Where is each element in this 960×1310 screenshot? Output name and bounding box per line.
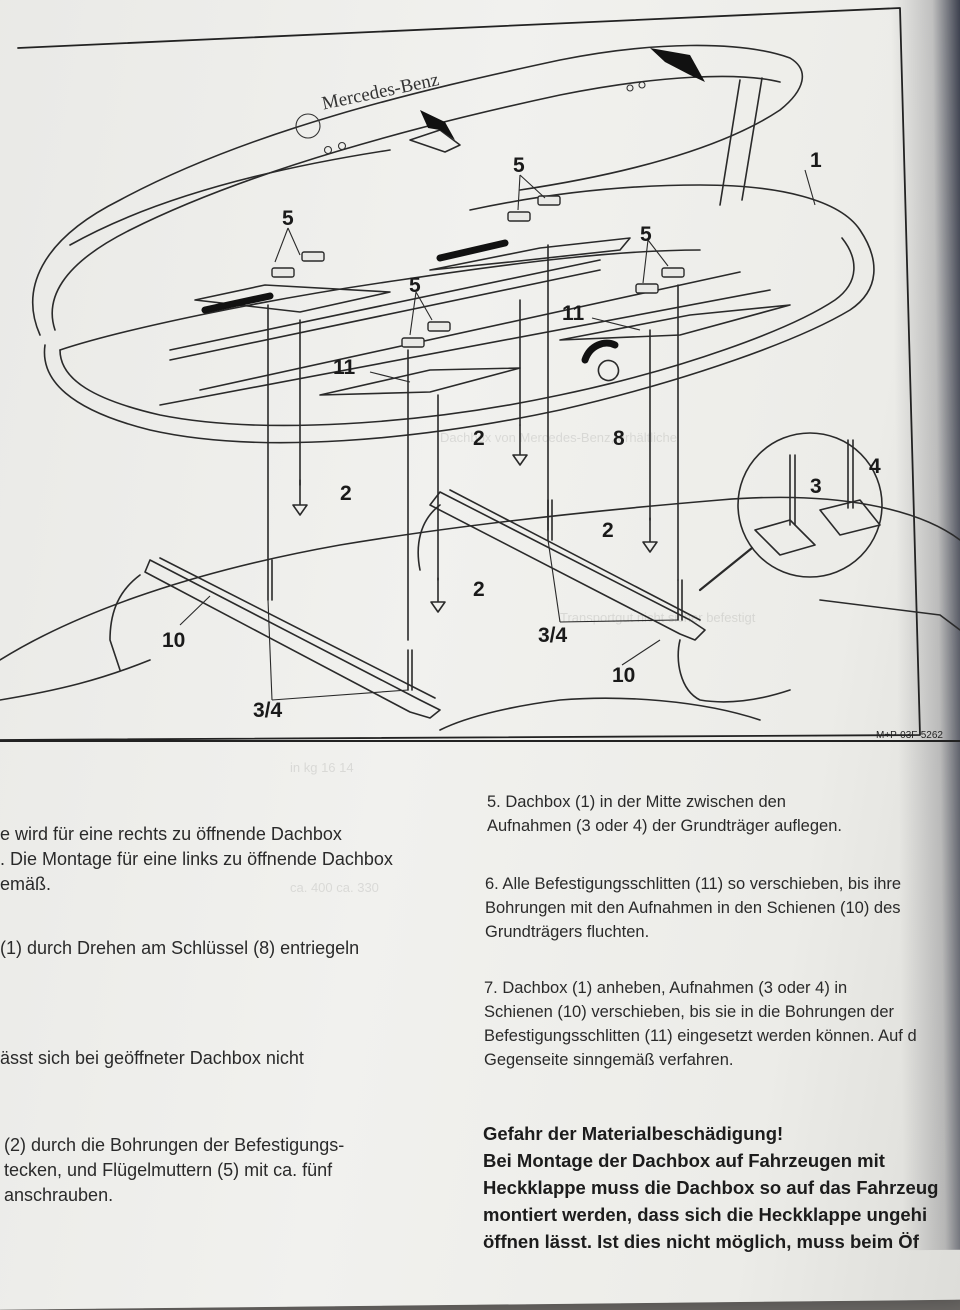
label-10: 10 [162, 629, 186, 652]
label-11: 11 [562, 302, 585, 325]
text-line: (1) durch Drehen am Schlüssel (8) entrie… [0, 938, 360, 958]
warning-block: Gefahr der Materialbeschädigung! Bei Mon… [483, 1120, 938, 1255]
step-7: 7. Dachbox (1) anheben, Aufnahmen (3 ode… [484, 976, 917, 1072]
text-line: ässt sich bei geöffneter Dachbox nicht [0, 1048, 304, 1068]
text-line: anschrauben. [4, 1185, 114, 1205]
figure-bottom-border [0, 740, 960, 742]
figure-id: M+P-03F-5262 [876, 730, 943, 741]
label-2: 2 [473, 578, 485, 601]
left-paragraph-1: e wird für eine rechts zu öffnende Dachb… [0, 822, 393, 897]
label-11: 11 [333, 356, 356, 379]
text-line: öffnen lässt. Ist dies nicht möglich, mu… [483, 1231, 919, 1252]
text-line: 5. Dachbox (1) in der Mitte zwischen den [487, 793, 786, 811]
assembly-diagram: Mercedes-Benz 1 5 5 5 5 11 11 8 2 2 2 2 … [0, 7, 960, 741]
text-line: Heckklappe muss die Dachbox so auf das F… [483, 1177, 939, 1198]
show-through-text: ca. 400 ca. 330 [290, 880, 379, 895]
step-5: 5. Dachbox (1) in der Mitte zwischen den… [487, 790, 842, 838]
text-line: 7. Dachbox (1) anheben, Aufnahmen (3 ode… [484, 979, 848, 997]
step-6: 6. Alle Befestigungsschlitten (11) so ve… [485, 872, 901, 944]
text-line: Gegenseite sinngemäß verfahren. [484, 1051, 734, 1069]
left-paragraph-2: (1) durch Drehen am Schlüssel (8) entrie… [0, 936, 359, 961]
label-2: 2 [473, 427, 485, 450]
label-3-4: 3/4 [538, 624, 568, 647]
text-line: (2) durch die Bohrungen der Befestigungs… [4, 1135, 345, 1155]
text-line: Bohrungen mit den Aufnahmen in den Schie… [485, 899, 901, 917]
text-line: Bei Montage der Dachbox auf Fahrzeugen m… [483, 1150, 885, 1171]
text-line: Grundträgers fluchten. [485, 923, 650, 941]
text-line: e wird für eine rechts zu öffnende Dachb… [0, 824, 342, 844]
label-3: 3 [810, 475, 822, 498]
left-paragraph-3: ässt sich bei geöffneter Dachbox nicht [0, 1046, 304, 1071]
text-line: 6. Alle Befestigungsschlitten (11) so ve… [485, 875, 902, 893]
text-line: . Die Montage für eine links zu öffnende… [0, 849, 393, 869]
text-line: montiert werden, dass sich die Heckklapp… [483, 1204, 928, 1225]
label-5: 5 [640, 223, 652, 246]
left-paragraph-4: (2) durch die Bohrungen der Befestigungs… [4, 1133, 344, 1208]
text-line: Befestigungsschlitten (11) eingesetzt we… [484, 1027, 917, 1045]
warning-title: Gefahr der Materialbeschädigung! [483, 1123, 784, 1144]
label-5: 5 [282, 207, 294, 230]
label-5: 5 [409, 274, 421, 297]
text-line: tecken, und Flügelmuttern (5) mit ca. fü… [4, 1160, 333, 1180]
label-4: 4 [869, 455, 881, 478]
diagram-drawing [0, 7, 960, 741]
show-through-text: in kg 16 14 [290, 760, 354, 775]
text-line: Schienen (10) verschieben, bis sie in di… [484, 1003, 895, 1021]
text-line: Aufnahmen (3 oder 4) der Grundträger auf… [487, 817, 842, 835]
label-5: 5 [513, 154, 525, 177]
label-2: 2 [340, 482, 352, 505]
text-line: emäß. [0, 874, 52, 894]
label-2: 2 [602, 519, 614, 542]
show-through-text: Dachbox von Mercedes-Benz, erhältliche [440, 430, 678, 445]
label-10: 10 [612, 664, 636, 687]
label-1: 1 [810, 149, 822, 172]
label-3-4: 3/4 [253, 699, 283, 722]
label-8: 8 [613, 427, 625, 450]
